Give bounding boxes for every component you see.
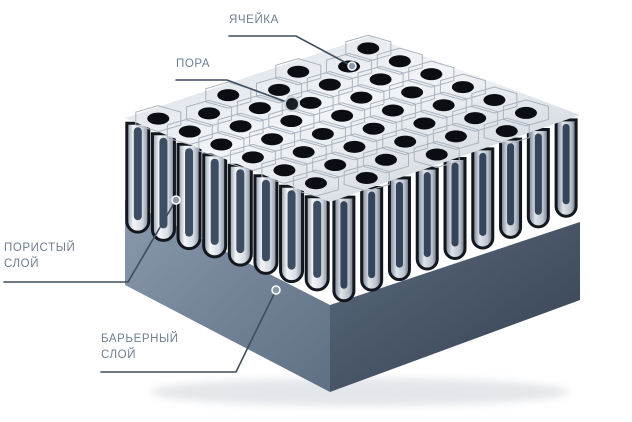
pore-hole xyxy=(388,55,411,68)
hex-cell xyxy=(275,58,322,86)
pore-hole xyxy=(147,112,170,125)
pore-channel-core xyxy=(236,169,245,254)
pore-channel-core xyxy=(185,148,194,237)
pore-hole xyxy=(432,99,455,112)
pore-hole xyxy=(273,164,296,177)
pore-hole xyxy=(514,106,537,119)
pore-hole xyxy=(241,151,264,164)
pore-hole xyxy=(483,94,506,107)
pore-hole xyxy=(369,73,392,86)
pore-hole xyxy=(413,117,436,130)
hex-cell xyxy=(345,34,392,62)
pore-hole xyxy=(229,120,252,133)
oxide-top-surface xyxy=(125,36,580,202)
hex-cell xyxy=(376,47,423,75)
pore-channel-core xyxy=(133,127,142,221)
pore-channel-core xyxy=(507,143,515,226)
pore-hole xyxy=(318,78,341,91)
label-cell: ЯЧЕЙКА xyxy=(229,12,279,28)
pore-channel-core xyxy=(210,158,219,245)
pore-hole xyxy=(355,171,378,184)
pore-hole xyxy=(292,146,315,159)
pore-channel-core xyxy=(451,162,459,247)
pore-hole xyxy=(248,102,271,115)
hex-cell xyxy=(408,60,455,88)
hex-cell xyxy=(135,105,182,133)
label-porous-layer: ПОРИСТЫЙ СЛОЙ xyxy=(4,240,75,272)
pore-hole xyxy=(362,122,385,135)
pore-hole xyxy=(210,138,233,151)
label-barrier-layer-line1: БАРЬЕРНЫЙ xyxy=(101,333,179,345)
pore-hole xyxy=(268,83,291,96)
label-porous-layer-line2: СЛОЙ xyxy=(4,258,40,270)
pore-hole xyxy=(401,86,424,99)
right-pore-channels xyxy=(332,118,578,303)
substrate-block xyxy=(125,200,580,392)
pore-hole xyxy=(343,140,366,153)
pore-hole xyxy=(299,96,322,109)
pore-hole xyxy=(350,91,373,104)
marker-barrier-layer xyxy=(271,285,281,295)
label-pore-text: ПОРА xyxy=(176,58,211,70)
pore-channel-core xyxy=(313,200,322,278)
pore-openings xyxy=(147,42,537,190)
leader-lines xyxy=(3,35,353,373)
pore-hole xyxy=(198,107,221,120)
leader-line-pore xyxy=(175,79,293,105)
pore-hole xyxy=(304,177,327,190)
marker-cell xyxy=(347,61,357,71)
pore-hole xyxy=(324,159,347,172)
pore-hole xyxy=(425,148,448,161)
leader-line-barrier-layer xyxy=(100,289,277,373)
pore-hole xyxy=(374,153,397,166)
label-barrier-layer-line2: СЛОЙ xyxy=(101,349,137,361)
label-porous-layer-line1: ПОРИСТЫЙ xyxy=(4,242,76,254)
pore-hole xyxy=(381,104,404,117)
ground-shadow xyxy=(150,378,570,406)
pore-channel-core xyxy=(340,201,348,289)
pore-channel-core xyxy=(534,133,542,215)
leader-line-porous-layer xyxy=(3,199,177,283)
pore-channel-core xyxy=(261,179,270,262)
leader-line-cell xyxy=(228,35,353,67)
pore-hole xyxy=(444,130,467,143)
pore-channel-core xyxy=(423,172,431,258)
pore-channel-core xyxy=(562,123,570,205)
pore-hole xyxy=(311,127,334,140)
pore-hole xyxy=(451,81,474,94)
pore-hole xyxy=(217,89,240,102)
label-cell-text: ЯЧЕЙКА xyxy=(229,14,279,26)
pore-channel-core xyxy=(159,137,168,229)
pore-channel-core xyxy=(479,152,487,236)
pore-channel-core xyxy=(287,190,296,270)
hex-cell xyxy=(502,99,549,127)
pore-hole xyxy=(287,65,310,78)
front-pore-channels xyxy=(125,121,330,292)
hexagonal-cell-grid xyxy=(135,34,549,197)
pore-hole xyxy=(495,125,518,138)
pore-channel-core xyxy=(395,181,403,268)
marker-porous-layer xyxy=(171,195,181,205)
hex-cell xyxy=(471,86,518,114)
pore-hole xyxy=(420,68,443,81)
pore-hole xyxy=(280,115,303,128)
label-pore: ПОРА xyxy=(176,56,210,72)
pore-channel-core xyxy=(368,191,376,279)
leader-markers xyxy=(171,61,357,295)
pore-hole xyxy=(464,112,487,125)
hex-cell xyxy=(439,73,486,101)
pore-hole xyxy=(331,109,354,122)
label-barrier-layer: БАРЬЕРНЫЙ СЛОЙ xyxy=(101,331,179,363)
pore-hole xyxy=(178,125,201,138)
pore-hole xyxy=(357,42,380,55)
pore-hole xyxy=(394,135,417,148)
marker-pore xyxy=(284,96,300,112)
pore-hole xyxy=(261,133,284,146)
